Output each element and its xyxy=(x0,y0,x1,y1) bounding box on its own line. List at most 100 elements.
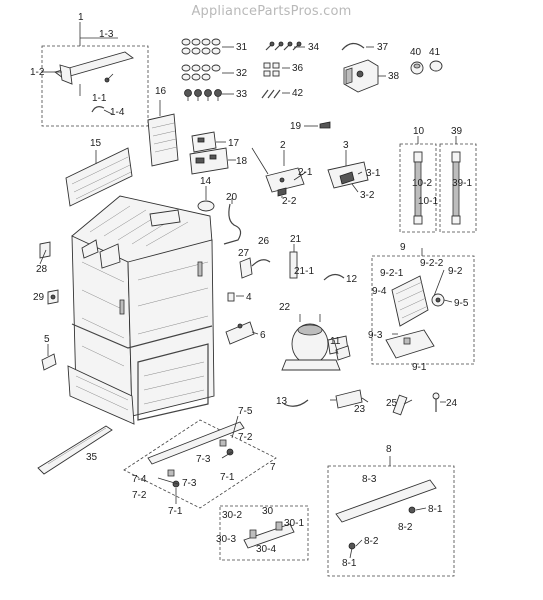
label-7-5: 7-5 xyxy=(238,406,253,417)
label-41: 41 xyxy=(429,47,441,58)
label-7-1-bottom: 7-1 xyxy=(168,506,183,517)
label-16: 16 xyxy=(155,86,167,97)
label-9-2-1: 9-2-1 xyxy=(380,268,404,279)
label-9-3: 9-3 xyxy=(368,330,383,341)
label-19: 19 xyxy=(290,121,302,132)
label-13: 13 xyxy=(276,396,288,407)
label-1-3: 1-3 xyxy=(99,29,114,40)
clip-set-36 xyxy=(263,62,290,77)
label-21-1: 21-1 xyxy=(294,266,314,277)
screw-set-32 xyxy=(181,64,234,81)
part-15-cover-panel xyxy=(65,147,133,207)
part-group-3-bracket xyxy=(327,150,369,189)
label-5: 5 xyxy=(44,334,50,345)
label-40: 40 xyxy=(410,47,422,58)
label-3: 3 xyxy=(343,140,349,151)
label-3-1: 3-1 xyxy=(366,168,381,179)
label-8-1-bottom: 8-1 xyxy=(342,558,357,569)
part-27-switch xyxy=(239,257,253,279)
part-group-2-bracket xyxy=(265,150,305,197)
label-20: 20 xyxy=(226,192,238,203)
part-group-7-rail xyxy=(123,419,277,509)
label-4: 4 xyxy=(246,292,252,303)
label-30-2: 30-2 xyxy=(222,510,242,521)
watermark-text: AppliancePartsPros.com xyxy=(191,4,352,19)
label-8-2-top: 8-2 xyxy=(398,522,413,533)
label-17: 17 xyxy=(228,138,240,149)
label-2-2: 2-2 xyxy=(282,196,297,207)
label-9-1: 9-1 xyxy=(412,362,427,373)
part-22-compressor xyxy=(281,314,349,371)
label-28: 28 xyxy=(36,264,48,275)
label-1: 1 xyxy=(78,12,84,23)
label-10-1: 10-1 xyxy=(418,196,438,207)
label-1-1: 1-1 xyxy=(92,93,107,104)
label-7-1-top: 7-1 xyxy=(220,472,235,483)
part-14-sensor xyxy=(197,186,215,212)
label-24: 24 xyxy=(446,398,458,409)
part-labels: 1 1-3 1-2 1-1 1-4 31 32 33 34 36 37 38 4… xyxy=(30,12,472,569)
label-37: 37 xyxy=(377,42,389,53)
label-15: 15 xyxy=(90,138,102,149)
screw-set-34 xyxy=(265,41,305,51)
part-group-10-tube xyxy=(399,136,437,233)
part-24-pin xyxy=(432,392,440,412)
label-9-2-2: 9-2-2 xyxy=(420,258,444,269)
part-26-wire xyxy=(251,259,271,267)
label-8: 8 xyxy=(386,444,392,455)
label-7-2-top: 7-2 xyxy=(238,432,253,443)
label-23: 23 xyxy=(354,404,366,415)
part-5-hinge xyxy=(41,344,57,371)
label-32: 32 xyxy=(236,68,248,79)
label-3-2: 3-2 xyxy=(360,190,375,201)
label-18: 18 xyxy=(236,156,248,167)
label-11: 11 xyxy=(330,336,341,347)
part-20-wire-harness xyxy=(223,198,242,245)
label-9: 9 xyxy=(400,242,406,253)
screw-set-42 xyxy=(261,89,290,99)
part-group-9-fan-assembly xyxy=(371,248,475,365)
label-6: 6 xyxy=(260,330,266,341)
label-9-5: 9-5 xyxy=(454,298,469,309)
part-18-main-board xyxy=(189,147,236,175)
part-16-control-panel xyxy=(147,100,179,167)
part-group-1-top-bracket xyxy=(41,22,149,127)
label-10: 10 xyxy=(413,126,425,137)
label-30: 30 xyxy=(262,506,274,517)
part-group-21-relay xyxy=(289,244,298,279)
label-1-2: 1-2 xyxy=(30,67,45,78)
screw-set-33 xyxy=(184,89,234,101)
label-25: 25 xyxy=(386,398,398,409)
label-30-4: 30-4 xyxy=(256,544,276,555)
leader-lines xyxy=(39,71,453,559)
part-40-cap xyxy=(410,61,424,75)
label-10-2: 10-2 xyxy=(412,178,432,189)
label-42: 42 xyxy=(292,88,304,99)
label-7-3-top: 7-3 xyxy=(196,454,211,465)
part-41-cap xyxy=(429,60,443,72)
label-9-4: 9-4 xyxy=(372,286,387,297)
part-13-tube xyxy=(283,399,309,407)
label-34: 34 xyxy=(308,42,320,53)
label-38: 38 xyxy=(388,71,400,82)
label-7: 7 xyxy=(270,462,276,473)
label-31: 31 xyxy=(236,42,248,53)
label-12: 12 xyxy=(346,274,358,285)
label-39: 39 xyxy=(451,126,463,137)
part-35-rail xyxy=(37,425,113,475)
label-9-2: 9-2 xyxy=(448,266,463,277)
label-7-4: 7-4 xyxy=(132,474,147,485)
label-35: 35 xyxy=(86,452,98,463)
part-11-relay xyxy=(335,345,351,361)
label-1-4: 1-4 xyxy=(110,107,125,118)
part-29-bracket xyxy=(47,289,59,305)
label-8-2-bottom: 8-2 xyxy=(364,536,379,547)
label-30-3: 30-3 xyxy=(216,534,236,545)
part-group-8-base-plate xyxy=(327,456,455,577)
label-27: 27 xyxy=(238,248,250,259)
label-2: 2 xyxy=(280,140,286,151)
part-23-valve xyxy=(330,389,363,409)
label-8-3: 8-3 xyxy=(362,474,377,485)
part-group-30-bracket xyxy=(219,505,309,561)
